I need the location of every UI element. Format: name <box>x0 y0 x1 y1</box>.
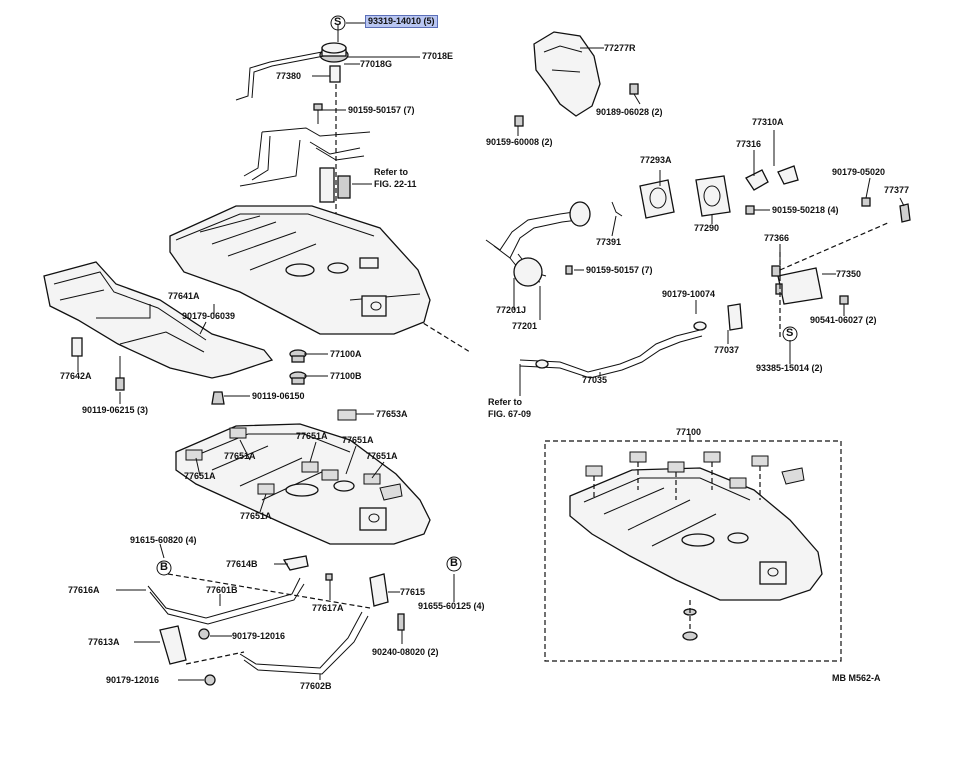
fuel-pump-bracket <box>239 103 371 203</box>
part-label-93319-14010: 93319-14010 (5) <box>365 15 438 28</box>
part-label-90119-06215: 90119-06215 (3) <box>82 405 149 415</box>
marker-b-left: B <box>160 561 168 573</box>
tank-pads <box>289 349 307 385</box>
part-label-77290: 77290 <box>694 223 720 233</box>
part-label-77310A: 77310A <box>752 117 784 127</box>
part-label-77018E: 77018E <box>422 51 454 61</box>
fuel-lid <box>771 265 849 305</box>
part-label-77293A: 77293A <box>640 155 672 165</box>
part-label-90240-08020: 90240-08020 (2) <box>372 647 439 657</box>
part-label-77616A: 77616A <box>68 585 100 595</box>
diagram-code: MB M562-A <box>832 673 881 683</box>
part-label-90159-60008: 90159-60008 (2) <box>486 137 553 147</box>
callout-markers <box>156 15 798 576</box>
part-label-90159-50157-a: 90159-50157 (7) <box>348 105 415 115</box>
part-label-77350: 77350 <box>836 269 862 279</box>
part-label-90179-12016-b: 90179-12016 <box>106 675 160 685</box>
refer-fig-22-line2: FIG. 22-11 <box>374 179 417 189</box>
part-label-77651A-4: 77651A <box>366 451 398 461</box>
part-label-77651A-6: 77651A <box>240 511 272 521</box>
part-label-77602B: 77602B <box>300 681 332 691</box>
part-label-77641A: 77641A <box>168 291 200 301</box>
marker-b-right: B <box>450 557 458 569</box>
refer-fig-22-line1: Refer to <box>374 167 409 177</box>
part-label-90541-06027: 90541-06027 (2) <box>810 315 877 325</box>
fuel-tank-assembly <box>569 451 823 641</box>
part-label-77100B: 77100B <box>330 371 362 381</box>
part-label-77035: 77035 <box>582 375 608 385</box>
part-label-77277R: 77277R <box>604 43 636 53</box>
part-label-90179-12016-a: 90179-12016 <box>232 631 286 641</box>
part-label-90119-06150: 90119-06150 <box>252 391 305 401</box>
part-label-90179-10074: 90179-10074 <box>662 289 716 299</box>
part-label-90159-50157-b: 90159-50157 (7) <box>586 265 653 275</box>
fuel-tank-protector <box>43 261 274 405</box>
part-label-77037: 77037 <box>714 345 740 355</box>
part-label-77613A: 77613A <box>88 637 120 647</box>
part-label-90179-05020: 90179-05020 <box>832 167 886 177</box>
heat-insulator <box>514 31 639 127</box>
part-label-77642A: 77642A <box>60 371 92 381</box>
part-label-77651A-2: 77651A <box>342 435 374 445</box>
part-label-77100: 77100 <box>676 427 702 437</box>
part-label-77653A: 77653A <box>376 409 408 419</box>
part-label-77366: 77366 <box>764 233 790 243</box>
part-label-77615: 77615 <box>400 587 426 597</box>
fuel-vent-hose <box>519 303 743 396</box>
filler-neck <box>485 165 911 287</box>
part-label-77391: 77391 <box>596 237 622 247</box>
leader-lines <box>77 22 905 681</box>
part-label-77100A: 77100A <box>330 349 362 359</box>
part-label-77380: 77380 <box>276 71 302 81</box>
fuel-tank-upper <box>169 205 431 335</box>
part-label-77614B: 77614B <box>226 559 258 569</box>
part-label-91655-60125: 91655-60125 (4) <box>418 601 485 611</box>
part-label-91615-60820: 91615-60820 (4) <box>130 535 197 545</box>
fuel-gauge-sender <box>235 24 349 101</box>
part-label-77651A-1: 77651A <box>296 431 328 441</box>
part-label-77651A-3: 77651A <box>224 451 256 461</box>
part-label-77201: 77201 <box>512 321 538 331</box>
part-label-77018G: 77018G <box>360 59 393 69</box>
part-label-77316: 77316 <box>736 139 762 149</box>
tank-straps <box>147 555 405 686</box>
marker-s-top: S <box>334 16 342 28</box>
part-label-90189-06028: 90189-06028 (2) <box>596 107 663 117</box>
part-label-90159-50218: 90159-50218 (4) <box>772 205 839 215</box>
marker-s-lid: S <box>786 327 794 339</box>
refer-fig-67-line1: Refer to <box>488 397 523 407</box>
refer-fig-67-line2: FIG. 67-09 <box>488 409 532 419</box>
part-label-77601B: 77601B <box>206 585 238 595</box>
fuel-tank-lower-left <box>175 409 431 545</box>
part-label-77651A-5: 77651A <box>184 471 216 481</box>
part-label-77201J: 77201J <box>496 305 527 315</box>
part-label-77377: 77377 <box>884 185 910 195</box>
part-label-77617A: 77617A <box>312 603 344 613</box>
part-label-90179-06039: 90179-06039 <box>182 311 236 321</box>
part-label-93385-15014: 93385-15014 (2) <box>756 363 823 373</box>
